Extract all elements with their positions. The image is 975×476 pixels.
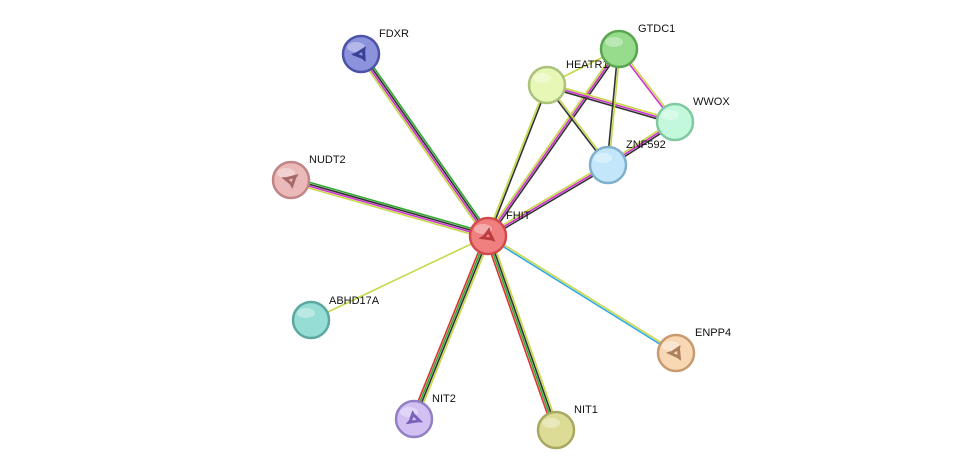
node-nit2[interactable]: NIT2: [394, 393, 456, 439]
node-circle: [341, 34, 381, 74]
node-circle: [468, 216, 508, 256]
node-highlight: [277, 168, 295, 178]
edge-evidence-line: [489, 234, 560, 430]
edge-evidence-line: [488, 49, 622, 238]
edge-evidence-line: [290, 176, 490, 235]
node-abhd17a[interactable]: ABHD17A: [291, 295, 380, 340]
node-wwox[interactable]: WWOX: [655, 96, 730, 142]
edge-evidence-line: [486, 236, 677, 355]
edge-evidence-line: [486, 162, 608, 236]
node-circle: [291, 300, 331, 340]
edge-fhit-abhd17a[interactable]: [310, 235, 489, 321]
node-highlight: [605, 37, 623, 47]
edge-heatr1-wwox[interactable]: [545, 82, 677, 125]
node-label: FDXR: [379, 28, 409, 40]
edge-evidence-line: [310, 235, 489, 321]
node-highlight: [347, 42, 365, 52]
node-highlight: [661, 110, 679, 120]
edge-evidence-line: [410, 234, 487, 419]
node-circle: [599, 29, 639, 69]
protein-structure-icon: [281, 174, 299, 189]
edge-evidence-line: [608, 48, 621, 166]
node-label: FHIT: [506, 210, 531, 222]
node-enpp4[interactable]: ENPP4: [656, 327, 731, 373]
edge-evidence-line: [360, 52, 490, 237]
node-label: ABHD17A: [329, 295, 380, 307]
edge-evidence-line: [546, 84, 676, 123]
node-circle: [394, 399, 434, 439]
edge-fhit-nit2[interactable]: [410, 234, 492, 421]
node-label: HEATR1: [566, 59, 609, 71]
edge-evidence-line: [485, 47, 619, 236]
edge-evidence-line: [488, 234, 558, 431]
protein-structure-icon: [406, 410, 423, 425]
edge-fhit-nudt2[interactable]: [289, 176, 490, 240]
edge-evidence-line: [412, 234, 488, 420]
edge-evidence-line: [487, 48, 620, 237]
edge-fhit-heatr1[interactable]: [486, 83, 549, 238]
node-label: NUDT2: [309, 154, 346, 166]
edge-evidence-line: [484, 236, 555, 432]
edge-fhit-enpp4[interactable]: [486, 234, 678, 355]
edge-gtdc1-znf592[interactable]: [606, 48, 621, 166]
edge-evidence-line: [487, 234, 678, 353]
node-heatr1[interactable]: HEATR1: [527, 59, 609, 105]
edge-evidence-line: [289, 180, 489, 238]
edge-fhit-gtdc1[interactable]: [485, 47, 622, 238]
node-label: ENPP4: [695, 327, 731, 339]
node-label: ZNF592: [626, 139, 666, 151]
edge-evidence-line: [289, 181, 489, 240]
edge-evidence-line: [290, 178, 490, 236]
edge-evidence-line: [606, 48, 619, 166]
node-highlight: [542, 418, 560, 428]
node-nit1[interactable]: NIT1: [536, 404, 598, 450]
node-fhit[interactable]: FHIT: [468, 210, 531, 256]
node-highlight: [533, 73, 551, 83]
edge-evidence-line: [414, 235, 490, 421]
edge-evidence-line: [546, 82, 677, 121]
node-highlight: [594, 153, 612, 163]
node-znf592[interactable]: ZNF592: [588, 139, 666, 185]
edge-evidence-line: [415, 236, 492, 421]
node-label: NIT2: [432, 393, 456, 405]
edge-evidence-line: [488, 84, 549, 238]
edge-evidence-line: [545, 86, 676, 125]
node-circle: [527, 65, 567, 105]
protein-structure-icon: [666, 345, 682, 361]
edge-evidence-line: [359, 53, 489, 238]
edge-fhit-znf592[interactable]: [486, 162, 610, 239]
node-circle: [536, 410, 576, 450]
protein-structure-icon: [478, 227, 496, 242]
edge-evidence-line: [486, 235, 556, 432]
node-circle: [655, 102, 695, 142]
node-nudt2[interactable]: NUDT2: [271, 154, 346, 200]
node-highlight: [297, 308, 315, 318]
edge-evidence-line: [362, 51, 492, 236]
node-label: WWOX: [693, 96, 730, 108]
edge-fhit-nit1[interactable]: [484, 234, 560, 432]
node-circle: [271, 160, 311, 200]
edge-evidence-line: [357, 54, 487, 239]
node-fdxr[interactable]: FDXR: [341, 28, 409, 74]
node-label: GTDC1: [638, 23, 675, 35]
edge-evidence-line: [487, 164, 609, 237]
edge-evidence-line: [486, 83, 547, 237]
node-gtdc1[interactable]: GTDC1: [599, 23, 675, 69]
protein-structure-icon: [351, 46, 366, 62]
edge-fhit-fdxr[interactable]: [357, 51, 492, 239]
edge-evidence-line: [488, 165, 610, 239]
node-label: NIT1: [574, 404, 598, 416]
node-circle: [656, 333, 696, 373]
node-circle: [588, 145, 628, 185]
